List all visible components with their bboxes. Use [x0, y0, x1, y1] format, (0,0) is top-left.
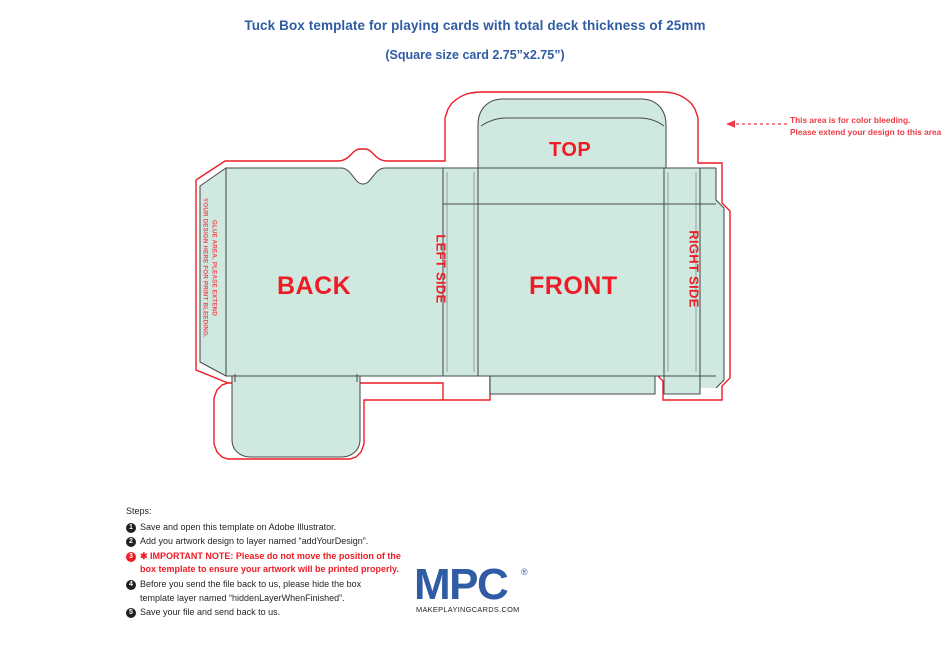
step-text-1: Save and open this template on Adobe Ill…: [140, 521, 337, 532]
bleed-annotation: This area is for color bleeding. Please …: [790, 115, 941, 138]
step-text-3-line1: ✱ IMPORTANT NOTE: Please do not move the…: [140, 550, 401, 561]
panel-dividers: [446, 172, 697, 372]
panel-label-top: TOP: [549, 139, 592, 161]
bleed-annotation-line2: Please extend your design to this area: [790, 126, 942, 137]
step-item: 1 Save and open this template on Adobe I…: [126, 521, 546, 535]
title-subtitle: (Square size card 2.75”x2.75”): [385, 48, 565, 62]
title-main: Tuck Box template for playing cards with…: [244, 18, 706, 33]
step-item: 2 Add you artwork design to layer named …: [126, 535, 546, 549]
step-bullet-3: 3: [126, 551, 136, 562]
step-text-3: ✱ IMPORTANT NOTE: Please do not move the…: [140, 550, 546, 577]
panel-label-right-side: RIGHT SIDE: [686, 230, 702, 308]
step-text-4-line2: template layer named “hiddenLayerWhenFin…: [140, 592, 345, 603]
step-text-4-line1: Before you send the file back to us, ple…: [140, 578, 362, 589]
step-item: 5 Save your file and send back to us.: [126, 606, 546, 620]
step-text-5: Save your file and send back to us.: [140, 607, 281, 618]
step-text-2: Add you artwork design to layer named “a…: [140, 536, 369, 547]
page-title: Tuck Box template for playing cards with…: [0, 17, 950, 64]
glue-area-line2: YOUR DESIGN HERE FOR PRINT BLEEDING.: [202, 198, 209, 338]
cut-fold-lines: [199, 98, 725, 458]
step-item: 4 Before you send the file back to us, p…: [126, 578, 546, 605]
registered-trademark-icon: ®: [521, 567, 528, 577]
step-bullet-4: 4: [126, 579, 136, 590]
step-bullet-2: 2: [126, 537, 136, 548]
mpc-logo: MPC ® MAKEPLAYINGCARDS.COM: [414, 560, 539, 617]
glue-area-line1: GLUE AREA. PLEASE EXTEND: [210, 219, 218, 317]
mpc-logo-wordmark: MPC: [414, 560, 509, 609]
mpc-logo-subtitle: MAKEPLAYINGCARDS.COM: [416, 605, 520, 614]
tuck-box-dieline: [195, 91, 731, 460]
panel-label-left-side: LEFT SIDE: [433, 234, 449, 304]
step-bullet-5: 5: [126, 608, 136, 619]
step-text-3-line2: box template to ensure your artwork will…: [140, 564, 399, 575]
step-text-4: Before you send the file back to us, ple…: [140, 578, 546, 605]
bleed-arrow-icon: [726, 120, 788, 128]
bleed-outline: [195, 91, 731, 460]
panel-label-front: FRONT: [529, 272, 618, 300]
steps-heading: Steps:: [126, 506, 152, 516]
steps-list: Steps: 1 Save and open this template on …: [126, 505, 546, 621]
template-body-fill: [200, 99, 724, 457]
step-bullet-1: 1: [126, 522, 136, 533]
panel-label-back: BACK: [277, 272, 352, 300]
step-item: 3 ✱ IMPORTANT NOTE: Please do not move t…: [126, 550, 546, 577]
bleed-annotation-line1: This area is for color bleeding.: [790, 115, 911, 125]
glue-area-note: GLUE AREA. PLEASE EXTEND YOUR DESIGN HER…: [201, 198, 218, 338]
